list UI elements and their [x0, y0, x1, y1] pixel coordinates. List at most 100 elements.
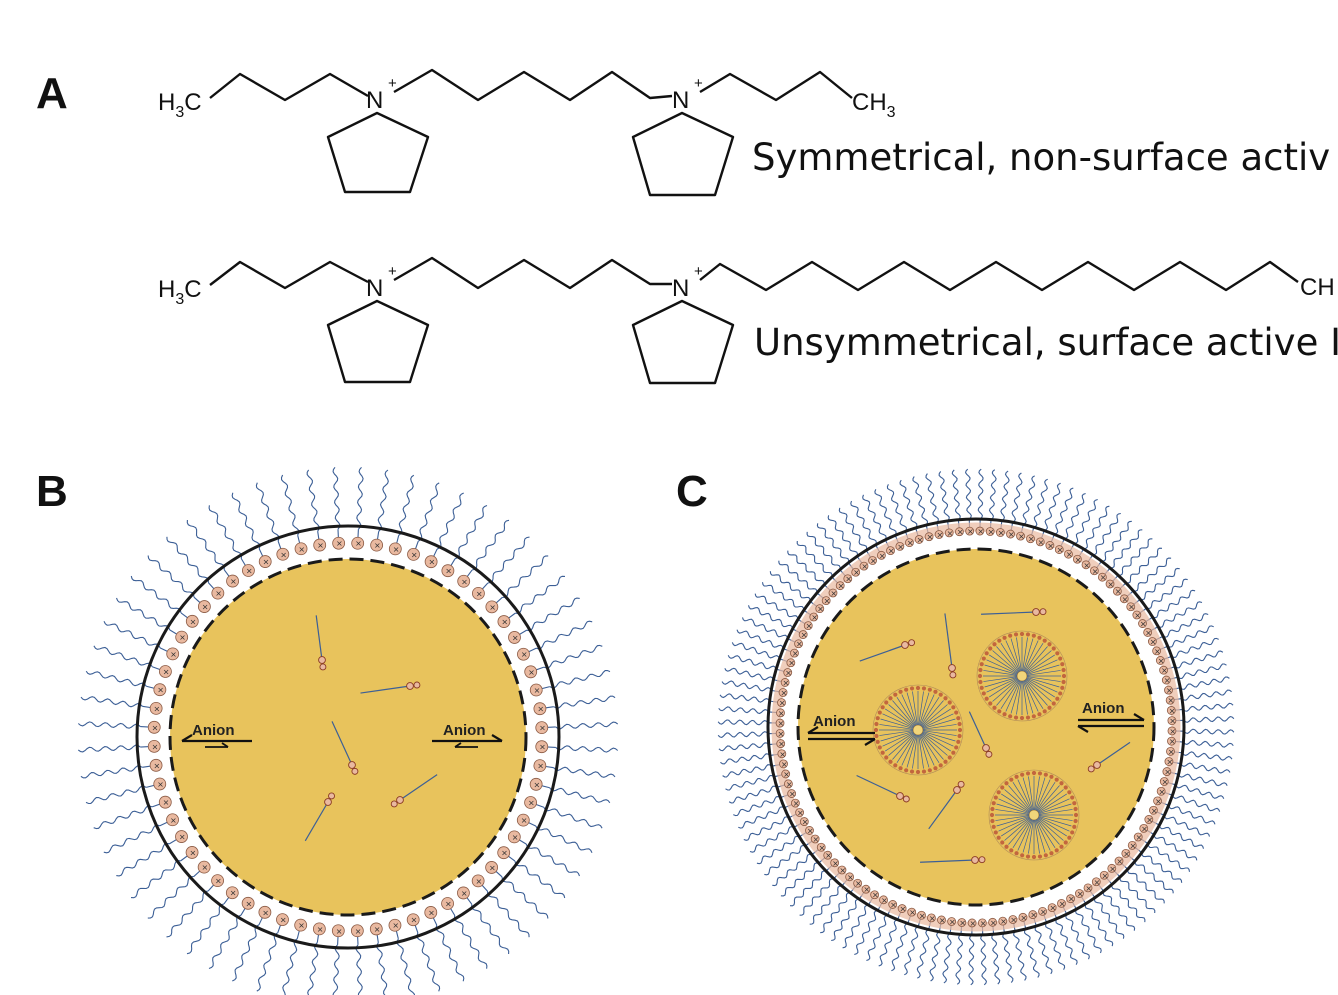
head-charge: ×	[230, 889, 237, 898]
surfactant-tail	[1024, 928, 1040, 978]
surfactant-tail	[938, 471, 950, 522]
surfactant-head	[1112, 586, 1122, 596]
micelle-tail	[983, 670, 1018, 676]
head-charge: ×	[521, 816, 528, 825]
free-surfactant-tail	[920, 859, 976, 863]
micelle-tail	[1016, 637, 1022, 672]
micelle-head	[1004, 781, 1009, 786]
surfactant-head	[185, 614, 199, 628]
surfactant-head	[914, 535, 924, 544]
surfactant-head	[776, 739, 786, 748]
head-charge: ×	[1057, 546, 1064, 555]
micelle-tail	[1035, 779, 1051, 811]
micelle-tail	[882, 731, 914, 747]
surfactant-tail	[733, 796, 781, 817]
micelle-head	[915, 685, 921, 691]
surfactant-tail	[838, 507, 868, 551]
micelle-head	[947, 755, 952, 760]
micelle-head	[898, 689, 903, 694]
surfactant-tail	[356, 466, 364, 530]
surfactant-head	[226, 574, 239, 588]
head-charge: ×	[969, 919, 976, 928]
surfactant-tail	[1022, 475, 1036, 525]
micelle-tail	[996, 816, 1030, 827]
micelle-tail	[1023, 680, 1034, 714]
micelle-head	[1000, 785, 1005, 790]
head-charge: ×	[936, 531, 943, 540]
micelle-tail	[1037, 789, 1064, 812]
surfactant-head	[837, 865, 847, 875]
surfactant-tail	[398, 474, 415, 536]
micelle-tail	[896, 697, 916, 726]
surfactant-tail	[1140, 567, 1180, 601]
head-charge: ×	[1030, 911, 1037, 920]
panel-c-droplet: ××××××××××××××××××××××××××××××××××××××××…	[717, 468, 1235, 986]
head-charge: ×	[512, 633, 519, 642]
micelle-tail	[1034, 819, 1040, 854]
micelle-tail	[1022, 680, 1028, 715]
free-surfactant-head-2	[908, 639, 916, 647]
molecule-symmetrical: H3C N + N + CH3 Symmetrical, non-surface…	[158, 68, 1330, 197]
micelle-head	[992, 642, 997, 647]
micelle-tail	[892, 733, 915, 760]
surfactant-tail	[307, 942, 319, 995]
surfactant-tail	[1127, 869, 1165, 904]
right-methyl-group: CH3	[852, 89, 896, 121]
micelle-head	[1049, 851, 1054, 856]
micelle-tail	[998, 798, 1030, 814]
surfactant-tail	[1158, 824, 1205, 849]
head-charge: ×	[298, 921, 305, 930]
surfactant-head	[197, 860, 211, 874]
micelle-tail	[1025, 646, 1048, 673]
surfactant-tail	[816, 523, 850, 563]
dissolved-surfactants-c	[856, 608, 1131, 864]
surfactant-head	[1099, 870, 1109, 880]
surfactant-head	[533, 759, 547, 773]
micelle-tail	[995, 815, 1030, 821]
surfactant-tail	[942, 932, 952, 984]
surfactant-head	[777, 698, 786, 708]
surfactant-tail	[553, 766, 616, 778]
surfactant-tail	[471, 904, 510, 955]
surfactant-tail	[747, 605, 794, 630]
head-charge: ×	[537, 705, 544, 714]
surfactant-head	[1091, 877, 1101, 887]
surfactant-tail	[991, 933, 1001, 985]
micelle-head	[1070, 795, 1075, 800]
micelle-tail	[922, 724, 957, 730]
caption-symmetrical: Symmetrical, non-surface activ	[752, 136, 1330, 179]
micelle-head	[951, 750, 956, 755]
surfactant-tail	[1183, 728, 1235, 735]
micelle-head	[984, 651, 989, 656]
micelle-head	[938, 692, 943, 697]
micelle-head	[877, 745, 882, 750]
micelle-head	[988, 646, 993, 651]
head-charge: ×	[157, 780, 164, 789]
surfactant-head	[947, 917, 957, 926]
surfactant-tail	[721, 680, 772, 692]
head-charge: ×	[1047, 541, 1054, 550]
head-charge: ×	[461, 577, 468, 586]
micelle-head	[904, 768, 909, 773]
surfactant-tail	[1065, 914, 1090, 960]
micelle-tail	[1024, 643, 1044, 672]
head-charge: ×	[1038, 538, 1045, 547]
micelle-head	[1060, 662, 1065, 667]
micelle-head	[1043, 853, 1048, 858]
surfactant-tail	[769, 571, 811, 602]
surfactant-tail	[820, 892, 851, 934]
surfactant-tail	[724, 667, 774, 681]
surfactant-tail	[1055, 918, 1078, 965]
pyrrolidine-ring-2	[631, 111, 735, 197]
butyl-chain-right	[699, 70, 853, 102]
surfactant-tail	[435, 924, 465, 982]
head-charge: ×	[170, 816, 177, 825]
head-charge: ×	[988, 528, 995, 537]
head-charge: ×	[879, 551, 886, 560]
micelle-tail	[922, 731, 956, 742]
surfactant-tail	[980, 934, 987, 986]
micelle-head	[977, 673, 983, 679]
charge-4: +	[694, 263, 703, 280]
micelle-head	[947, 700, 952, 705]
head-charge: ×	[789, 790, 796, 799]
